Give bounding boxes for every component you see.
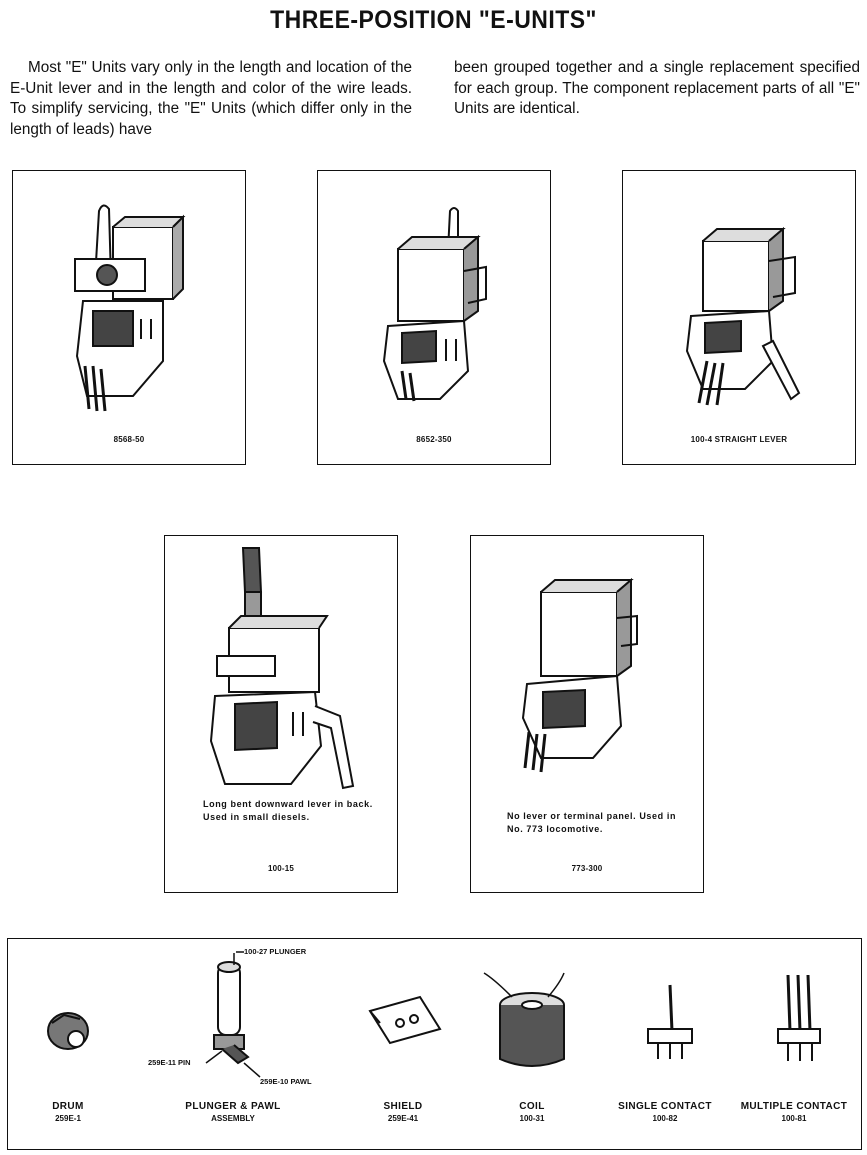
pin-callout: 259E-11 PIN <box>148 1058 191 1067</box>
coil-illustration <box>483 972 565 1067</box>
shield-illustration <box>368 995 442 1045</box>
e-unit-illustration <box>382 207 487 402</box>
intro-right-column: been grouped together and a single repla… <box>454 59 860 117</box>
unit-caption: 100-15 <box>267 864 295 873</box>
page-title: THREE-POSITION "E-UNITS" <box>270 6 597 34</box>
unit-caption: 773-300 <box>571 864 603 873</box>
e-unit-illustration <box>74 204 186 412</box>
replacement-parts-panel: 100-27 PLUNGER 259E-11 PIN 259E-10 PAWL … <box>7 938 862 1150</box>
part-name: PLUNGER & PAWL <box>185 1101 281 1112</box>
part-name: SINGLE CONTACT <box>618 1101 712 1112</box>
part-label-multiple-contact: MULTIPLE CONTACT 100-81 <box>732 1101 856 1125</box>
part-code: 100-81 <box>781 1114 807 1123</box>
part-label-coil: COIL 100-31 <box>492 1101 572 1125</box>
unit-caption: 8568-50 <box>113 435 145 444</box>
unit-note: Long bent downward lever in back. Used i… <box>203 799 373 822</box>
parts-illustrations <box>47 951 821 1078</box>
part-label-shield: SHIELD 259E-41 <box>363 1101 443 1125</box>
part-name: COIL <box>519 1101 545 1112</box>
part-name: DRUM <box>52 1101 84 1112</box>
drum-illustration <box>47 1012 89 1050</box>
part-code: 259E-1 <box>55 1114 81 1123</box>
unit-panel-8568-50: 8568-50 <box>12 170 246 465</box>
pawl-callout: 259E-10 PAWL <box>260 1077 312 1086</box>
part-label-drum: DRUM 259E-1 <box>28 1101 108 1125</box>
unit-caption: 8652-350 <box>416 435 452 444</box>
part-name: MULTIPLE CONTACT <box>740 1101 848 1112</box>
unit-panel-773-300: No lever or terminal panel. Used in No. … <box>470 535 704 893</box>
e-unit-illustration <box>685 226 801 406</box>
unit-caption: 100-4 STRAIGHT LEVER <box>690 435 788 444</box>
unit-note: No lever or terminal panel. Used in No. … <box>507 811 677 834</box>
part-label-plunger-pawl: PLUNGER & PAWL ASSEMBLY <box>168 1101 298 1125</box>
part-code: 100-31 <box>519 1114 545 1123</box>
single-contact-illustration <box>647 984 693 1059</box>
plunger-pawl-illustration <box>205 951 261 1078</box>
intro-left-column: Most "E" Units vary only in the length a… <box>10 59 412 138</box>
part-code: 100-82 <box>652 1114 678 1123</box>
part-code: 259E-41 <box>387 1114 419 1123</box>
part-code: ASSEMBLY <box>211 1114 255 1123</box>
e-unit-illustration <box>209 547 355 790</box>
unit-panel-100-15: Long bent downward lever in back. Used i… <box>164 535 398 893</box>
multiple-contact-illustration <box>777 974 821 1061</box>
part-name: SHIELD <box>383 1101 423 1112</box>
unit-panel-100-4: 100-4 STRAIGHT LEVER <box>622 170 856 465</box>
plunger-callout: 100-27 PLUNGER <box>244 947 307 956</box>
e-unit-illustration <box>521 577 638 773</box>
unit-panel-8652-350: 8652-350 <box>317 170 551 465</box>
part-label-single-contact: SINGLE CONTACT 100-82 <box>608 1101 722 1125</box>
